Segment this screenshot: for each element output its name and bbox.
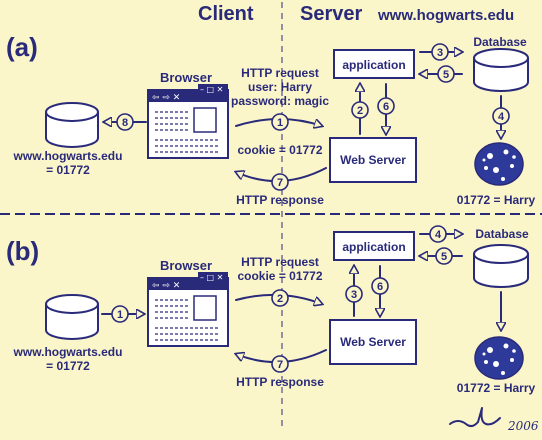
browser-title-b: Browser <box>160 258 212 273</box>
step-3-circle-a <box>431 43 449 61</box>
step-5-a: 5 <box>443 69 449 81</box>
step-5-b: 5 <box>441 251 447 263</box>
http-response-b: HTTP response <box>236 375 324 389</box>
step-2-circle-a <box>351 101 369 119</box>
step-1-b: 1 <box>117 309 123 321</box>
client-cookie-store-b: www.hogwarts.edu = 01772 <box>13 294 123 373</box>
step-8-circle-a <box>116 113 134 131</box>
panel-a-label: (a) <box>6 32 38 62</box>
application-label-b: application <box>342 240 405 254</box>
step-4-b: 4 <box>435 229 442 241</box>
browser-title-a: Browser <box>160 70 212 85</box>
step-3-b: 3 <box>351 289 357 301</box>
application-box-a <box>333 49 415 79</box>
client-store-line2-a: = 01772 <box>46 163 90 177</box>
request-cookie-b: cookie = 01772 <box>237 269 322 283</box>
database-top-b <box>473 244 529 264</box>
client-store-line1-a: www.hogwarts.edu <box>13 149 123 163</box>
step-2-circle-b <box>271 289 289 307</box>
signature-scribble <box>449 407 501 428</box>
browser-image-b <box>193 295 217 321</box>
signature-year: 2006 <box>507 419 539 433</box>
panel-b-label: (b) <box>6 236 39 266</box>
step-3-a: 3 <box>437 47 443 59</box>
step-1-circle-a <box>271 113 289 131</box>
step-1-a: 1 <box>277 117 283 129</box>
step-1-circle-b <box>111 305 129 323</box>
window-controls-b <box>198 272 228 282</box>
site-heading: www.hogwarts.edu <box>377 7 514 24</box>
step-5-circle-b <box>435 247 453 265</box>
application-box-b <box>333 231 415 261</box>
step-6-b: 6 <box>377 281 383 293</box>
window-controls-icon-a: – □ ✕ <box>200 85 223 94</box>
cookie-record-icon-b <box>474 336 524 380</box>
panel-b: (b) www.hogwarts.edu = 01772 1 Browser ⇦… <box>6 225 536 395</box>
window-controls-icon-b: – □ ✕ <box>200 273 223 282</box>
cookie-record-icon-a <box>474 142 524 186</box>
browser-nav-icon-b: ⇦ ⇨ ✕ <box>152 281 180 291</box>
window-controls-a <box>198 84 228 94</box>
client-heading: Client <box>198 3 254 25</box>
step-7-circle-a <box>271 173 289 191</box>
web-server-label-b: Web Server <box>340 335 406 349</box>
step-2-a: 2 <box>357 105 363 117</box>
step-6-circle-b <box>371 277 389 295</box>
http-response-a: HTTP response <box>236 193 324 207</box>
step-7-a: 7 <box>277 177 283 189</box>
step-8-a: 8 <box>122 117 128 129</box>
database-label-a: Database <box>473 35 527 49</box>
step-5-circle-a <box>437 65 455 83</box>
web-server-box-b <box>329 319 417 365</box>
client-store-line1-b: www.hogwarts.edu <box>13 345 123 359</box>
step-6-circle-a <box>377 97 395 115</box>
client-store-line2-b: = 01772 <box>46 359 90 373</box>
request-user-a: user: Harry <box>248 80 312 94</box>
http-request-b: HTTP request <box>241 255 319 269</box>
panel-a: (a) www.hogwarts.edu = 01772 8 Browser ⇦… <box>6 32 536 207</box>
browser-text-lines-a <box>155 111 218 153</box>
web-server-label-a: Web Server <box>340 153 406 167</box>
client-store-top-a <box>45 102 99 122</box>
browser-window-b: Browser ⇦ ⇨ ✕ <box>147 258 229 347</box>
browser-text-lines-b <box>155 299 218 341</box>
cookie-a: cookie = 01772 <box>237 143 322 157</box>
step-3-circle-b <box>345 285 363 303</box>
server-heading: Server <box>300 3 362 25</box>
database-label-b: Database <box>475 227 529 241</box>
step-2-b: 2 <box>277 293 283 305</box>
step-4-a: 4 <box>498 111 505 123</box>
web-server-box-a <box>329 137 417 183</box>
step-4-circle-b <box>429 225 447 243</box>
request-password-a: password: magic <box>231 94 329 108</box>
client-cookie-store-a: www.hogwarts.edu = 01772 <box>13 102 123 177</box>
step-4-circle-a <box>492 107 510 125</box>
db-record-b: 01772 = Harry <box>457 381 536 395</box>
database-top-a <box>473 48 529 68</box>
step-7-circle-b <box>271 355 289 373</box>
browser-image-a <box>193 107 217 133</box>
application-label-a: application <box>342 58 405 72</box>
browser-window-a: Browser ⇦ ⇨ ✕ <box>147 70 229 159</box>
db-record-a: 01772 = Harry <box>457 193 536 207</box>
step-6-a: 6 <box>383 101 389 113</box>
step-7-b: 7 <box>277 359 283 371</box>
http-request-a: HTTP request <box>241 66 319 80</box>
browser-nav-icon-a: ⇦ ⇨ ✕ <box>152 93 180 103</box>
client-store-top-b <box>45 294 99 314</box>
